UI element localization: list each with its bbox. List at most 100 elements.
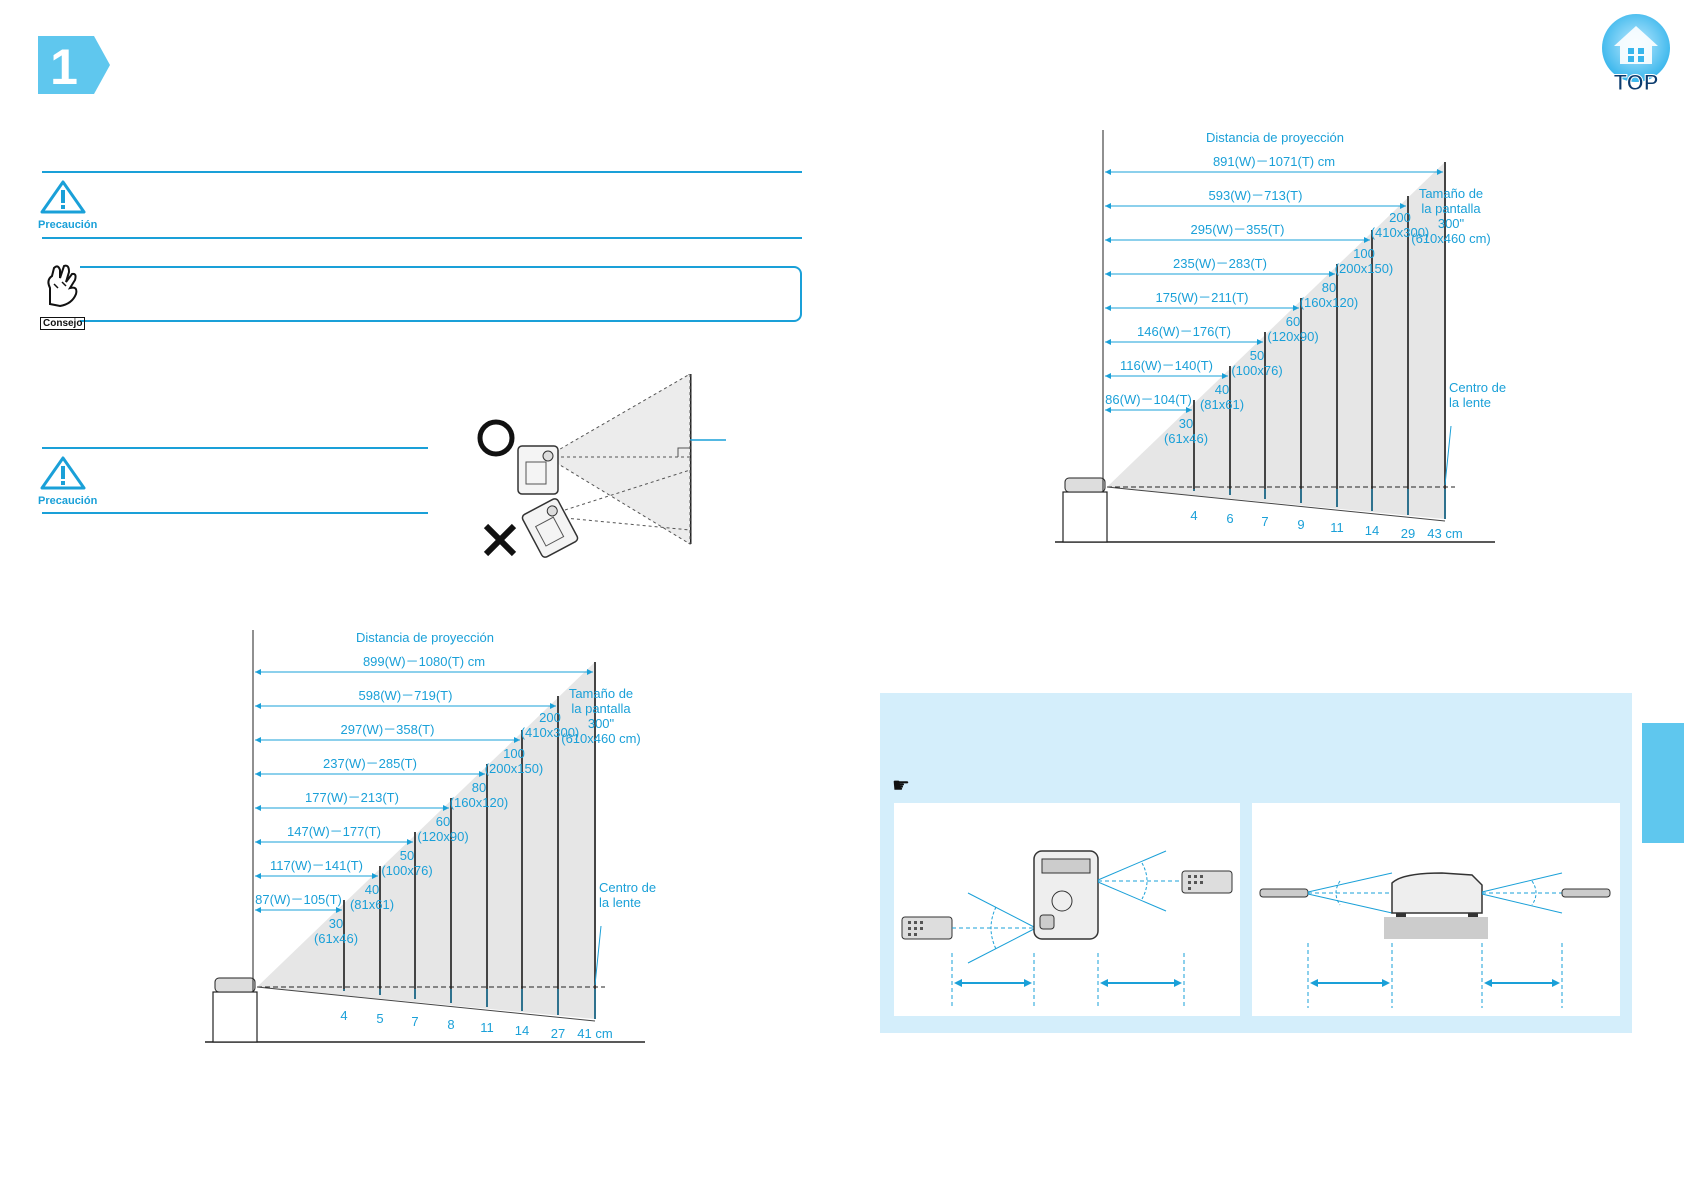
screen-size-max-label: la pantalla bbox=[571, 701, 631, 716]
screen-size-max-label: Tamaño de bbox=[569, 686, 633, 701]
screen-dim-label: (160x120) bbox=[450, 795, 509, 810]
screen-size-max-label: 300" bbox=[1438, 216, 1465, 231]
screen-dim-label: (100x76) bbox=[381, 863, 432, 878]
caution2-rule-top bbox=[42, 447, 428, 449]
top-label: TOP bbox=[1613, 70, 1659, 96]
screen-dim-label: (120x90) bbox=[417, 829, 468, 844]
offset-label: 14 bbox=[515, 1023, 529, 1038]
projector-icon bbox=[214, 977, 256, 993]
cone-bottom-edge bbox=[256, 986, 596, 1022]
offset-label: 11 bbox=[480, 1020, 494, 1035]
distance-label: 175(W)－211(T) bbox=[1156, 290, 1249, 305]
distance-label: 593(W)－713(T) bbox=[1209, 188, 1303, 203]
screen-size-label: 30 bbox=[329, 916, 343, 931]
lens-pointer bbox=[594, 925, 602, 986]
offset-label: 4 bbox=[340, 1008, 347, 1023]
offset-label: 11 bbox=[1330, 520, 1344, 535]
projector-stand bbox=[212, 991, 258, 1043]
distance-label: 598(W)－719(T) bbox=[359, 688, 453, 703]
arrowhead-right bbox=[514, 737, 520, 743]
tip-icon-block: Consejo bbox=[40, 264, 88, 330]
caution-block-2: Precaución bbox=[38, 456, 97, 508]
step-badge: 1 bbox=[38, 36, 112, 99]
caution-block-1: Precaución bbox=[38, 180, 97, 232]
reference-pointer-icon: ☛ bbox=[892, 775, 910, 797]
step-number: 1 bbox=[50, 39, 78, 94]
diagram-title: Distancia de proyección bbox=[1206, 130, 1344, 145]
distance-label: 235(W)－283(T) bbox=[1173, 256, 1267, 271]
caution-rule-top bbox=[42, 171, 802, 173]
arrowhead-right bbox=[1293, 305, 1299, 311]
arrowhead-left bbox=[1105, 305, 1111, 311]
screen-size-label: 40 bbox=[1215, 382, 1229, 397]
arrowhead-left bbox=[255, 839, 261, 845]
distance-label: 87(W)－105(T) bbox=[255, 892, 342, 907]
screen-dim-label: (410x300) bbox=[521, 725, 580, 740]
offset-label: 41 cm bbox=[577, 1026, 612, 1041]
offset-label: 9 bbox=[1297, 517, 1304, 532]
projector-icon bbox=[1064, 477, 1106, 493]
arrowhead-right bbox=[407, 839, 413, 845]
hand-pointer-icon bbox=[47, 264, 78, 308]
distance-label: 295(W)－355(T) bbox=[1191, 222, 1285, 237]
screen-size-label: 200 bbox=[539, 710, 561, 725]
top-button[interactable]: TOP bbox=[1600, 10, 1672, 96]
remote-left-icon bbox=[901, 916, 953, 940]
offset-label: 14 bbox=[1365, 523, 1379, 538]
offset-label: 8 bbox=[447, 1017, 454, 1032]
screen-dim-label: (200x150) bbox=[1335, 261, 1394, 276]
distance-label: 147(W)－177(T) bbox=[287, 824, 381, 839]
screen-size-label: 80 bbox=[1322, 280, 1336, 295]
home-icon bbox=[1602, 14, 1670, 82]
arrowhead-left bbox=[255, 669, 261, 675]
screen-dim-label: (410x300) bbox=[1371, 225, 1430, 240]
offset-label: 27 bbox=[551, 1026, 565, 1041]
step-arrow-icon: 1 bbox=[38, 36, 110, 95]
arrowhead-left bbox=[255, 771, 261, 777]
arrowhead-right bbox=[587, 669, 593, 675]
arrowhead-right bbox=[479, 771, 485, 777]
arrowhead-right bbox=[1257, 339, 1263, 345]
arrowhead-right bbox=[1364, 237, 1370, 243]
screen-size-max-label: (610x460 cm) bbox=[561, 731, 640, 746]
arrowhead-right bbox=[336, 907, 342, 913]
projection-cone bbox=[1107, 162, 1445, 519]
distance-label: 117(W)－141(T) bbox=[270, 858, 363, 873]
arrowhead-right bbox=[372, 873, 378, 879]
arrowhead-right bbox=[443, 805, 449, 811]
correct-icon bbox=[477, 419, 515, 457]
arrowhead-right bbox=[1222, 373, 1228, 379]
screen-size-label: 30 bbox=[1179, 416, 1193, 431]
screen-size-max-label: Tamaño de bbox=[1419, 186, 1483, 201]
lens-center-label: la lente bbox=[599, 895, 641, 910]
remote-side-left-icon bbox=[1259, 888, 1309, 898]
lens-center-label: Centro de bbox=[1449, 380, 1506, 395]
screen-size-label: 40 bbox=[365, 882, 379, 897]
caution2-rule-bottom bbox=[42, 512, 428, 514]
screen-size-label: 50 bbox=[400, 848, 414, 863]
arrowhead-left bbox=[255, 805, 261, 811]
tip-label: Consejo bbox=[40, 317, 86, 330]
distance-label: 899(W)－1080(T) cm bbox=[363, 654, 485, 669]
remote-range-panel: ☛ bbox=[880, 693, 1632, 1033]
arrowhead-left bbox=[1105, 271, 1111, 277]
arrowhead-left bbox=[255, 873, 261, 879]
screen-size-label: 200 bbox=[1389, 210, 1411, 225]
arrowhead-left bbox=[1105, 169, 1111, 175]
offset-label: 43 cm bbox=[1427, 526, 1462, 541]
screen-dim-label: (61x46) bbox=[1164, 431, 1208, 446]
screen-size-max-label: 300" bbox=[588, 716, 615, 731]
incorrect-icon bbox=[483, 523, 517, 557]
projector-top-icon bbox=[1033, 850, 1099, 940]
arrowhead-left bbox=[1105, 203, 1111, 209]
offset-label: 7 bbox=[411, 1014, 418, 1029]
distance-label: 177(W)－213(T) bbox=[305, 790, 399, 805]
screen-size-max-label: (610x460 cm) bbox=[1411, 231, 1490, 246]
section-tab[interactable] bbox=[1642, 723, 1684, 843]
distance-label: 237(W)－285(T) bbox=[323, 756, 417, 771]
arrowhead-left bbox=[1105, 237, 1111, 243]
arrowhead-left bbox=[1105, 373, 1111, 379]
arrowhead-left bbox=[1105, 407, 1111, 413]
arrowhead-right bbox=[1437, 169, 1443, 175]
placement-diagram bbox=[470, 370, 730, 580]
